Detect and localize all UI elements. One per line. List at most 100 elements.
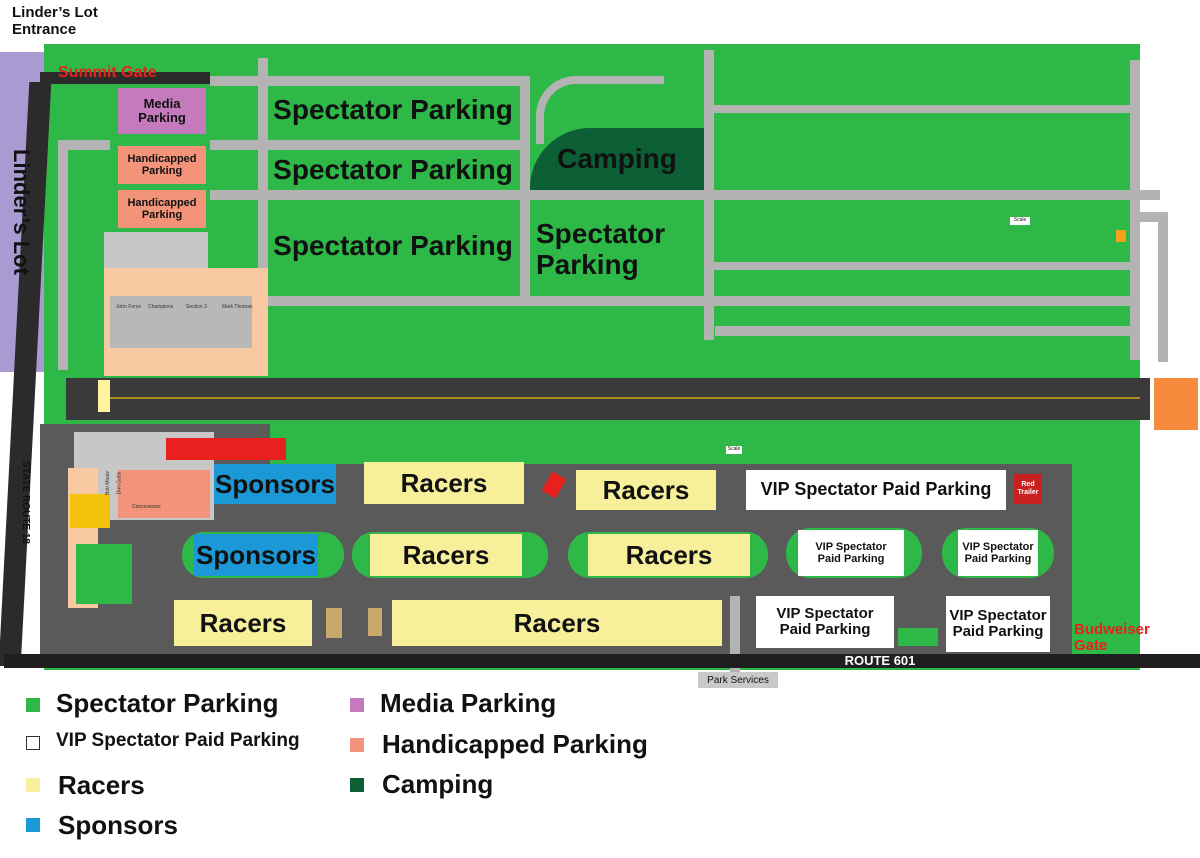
road — [60, 140, 110, 150]
road — [1158, 212, 1168, 362]
racers-area-6: Racers — [392, 600, 722, 646]
scale-label: Scale — [1013, 217, 1027, 224]
road — [704, 50, 714, 340]
racers-label: Racers — [513, 607, 601, 638]
park-services-road — [730, 596, 740, 674]
sponsors-label: Sponsors — [215, 468, 335, 499]
scale-marker-1: Scale — [1010, 217, 1030, 225]
legend-label-handicapped: Handicapped Parking — [382, 729, 648, 759]
legend-swatch-sponsors — [26, 818, 40, 832]
vip-parking-label: VIP Spectator Paid Parking — [962, 540, 1034, 565]
legend-swatch-camping — [350, 778, 364, 792]
scale-marker-2: Scale — [726, 446, 742, 454]
legend-swatch-spectator — [26, 698, 40, 712]
legend-label-racers: Racers — [58, 770, 145, 800]
vip-parking-5: VIP Spectator Paid Parking — [946, 596, 1050, 652]
champions-label: Champions — [148, 304, 174, 310]
handicapped-parking-area-1: Handicapped Parking — [118, 146, 206, 184]
linders-lot-entrance-label: Linder’s Lot Entrance — [12, 4, 112, 39]
don-gabs-label: Don Gabs — [116, 471, 123, 495]
drag-strip — [66, 378, 1150, 420]
summit-gate-road — [40, 72, 210, 84]
small-pad-2 — [368, 608, 382, 636]
yellow-area — [70, 494, 110, 528]
state-route-18-label: STATE ROUTE 18 — [19, 461, 31, 551]
linders-lot-text: Linder’s Lot — [9, 149, 34, 275]
budweiser-gate-text: Budweiser Gate — [1074, 621, 1150, 654]
spectator-parking-label: Spectator Parking — [273, 153, 513, 185]
red-area-top — [166, 438, 286, 460]
route-601-label: ROUTE 601 — [820, 652, 940, 668]
concessions-building — [118, 470, 210, 518]
road — [58, 140, 68, 370]
legend-label-vip: VIP Spectator Paid Parking — [56, 730, 300, 751]
spectator-parking-2: Spectator Parking — [268, 150, 518, 190]
road — [258, 58, 268, 358]
spectator-parking-label: Spectator Parking — [273, 93, 513, 125]
small-pad-1 — [326, 608, 342, 638]
vip-parking-1: VIP Spectator Paid Parking — [746, 470, 1006, 510]
legend-label-spectator: Spectator Parking — [56, 688, 279, 718]
legend-label-sponsors: Sponsors — [58, 810, 178, 840]
road — [250, 296, 1140, 306]
road — [210, 140, 530, 150]
vip-parking-label: VIP Spectator Paid Parking — [776, 604, 874, 638]
concessions-label: Concessions — [132, 504, 161, 510]
drag-strip-centerline — [110, 397, 1140, 399]
route-601-road — [4, 654, 1200, 668]
linders-lot-entrance-text: Linder’s Lot Entrance — [12, 4, 98, 39]
racers-area-1: Racers — [364, 462, 524, 504]
racers-label: Racers — [402, 539, 490, 570]
handicapped-parking-area-2: Handicapped Parking — [118, 190, 206, 228]
vip-parking-3: VIP Spectator Paid Parking — [958, 530, 1038, 576]
route-601-text: ROUTE 601 — [844, 652, 916, 668]
vip-parking-label: VIP Spectator Paid Parking — [760, 479, 992, 500]
state-route-18-text: STATE ROUTE 18 — [20, 461, 31, 544]
road — [1140, 212, 1168, 222]
red-trailer: Red Trailer — [1014, 474, 1042, 504]
road — [715, 326, 1135, 336]
vip-parking-4: VIP Spectator Paid Parking — [756, 596, 894, 648]
red-trailer-label: Red Trailer — [1017, 481, 1039, 496]
map: Media Parking Handicapped Parking Handic… — [0, 44, 1200, 688]
road — [1130, 60, 1140, 360]
road — [520, 80, 530, 300]
media-parking-area: Media Parking — [118, 88, 206, 134]
orange-marker — [1116, 230, 1126, 242]
summit-gate-text: Summit Gate — [58, 64, 157, 81]
road — [210, 76, 530, 86]
camping-area: Camping — [530, 128, 704, 190]
racers-area-3: Racers — [370, 534, 522, 576]
legend-swatch-vip — [26, 736, 40, 750]
media-parking-label: Media Parking — [138, 95, 186, 125]
spectator-parking-1: Spectator Parking — [268, 90, 518, 130]
racers-label: Racers — [625, 539, 713, 570]
sponsors-area-1: Sponsors — [214, 464, 336, 504]
bob-moatz-label: Bob Moatz — [104, 471, 111, 495]
green-pad-small — [898, 628, 938, 646]
handicapped-parking-label: Handicapped Parking — [127, 196, 197, 221]
section-3-label: Section 3 — [186, 304, 207, 310]
john-force-label: John Force — [116, 304, 142, 310]
sponsors-label: Sponsors — [196, 539, 316, 570]
legend-swatch-handicapped — [350, 738, 364, 752]
sponsors-area-2: Sponsors — [194, 534, 318, 576]
camping-loop-road — [536, 76, 664, 144]
handicapped-parking-label: Handicapped Parking — [127, 152, 197, 177]
grandstand-building — [110, 296, 252, 348]
vip-parking-label: VIP Spectator Paid Parking — [815, 540, 887, 565]
road — [704, 262, 1134, 270]
legend-swatch-racers — [26, 778, 40, 792]
starting-line — [98, 380, 110, 412]
racers-label: Racers — [602, 474, 690, 505]
racers-label: Racers — [199, 607, 287, 638]
park-services-label: Park Services — [698, 672, 778, 688]
vip-parking-label: VIP Spectator Paid Parking — [949, 606, 1047, 640]
linders-lot-label: Linder’s Lot — [9, 142, 34, 282]
building-area — [104, 232, 208, 268]
spectator-parking-label: Spectator Parking — [536, 218, 666, 280]
green-pad — [76, 544, 132, 604]
road — [210, 190, 1160, 200]
road — [704, 105, 1134, 113]
racers-label: Racers — [400, 467, 488, 498]
